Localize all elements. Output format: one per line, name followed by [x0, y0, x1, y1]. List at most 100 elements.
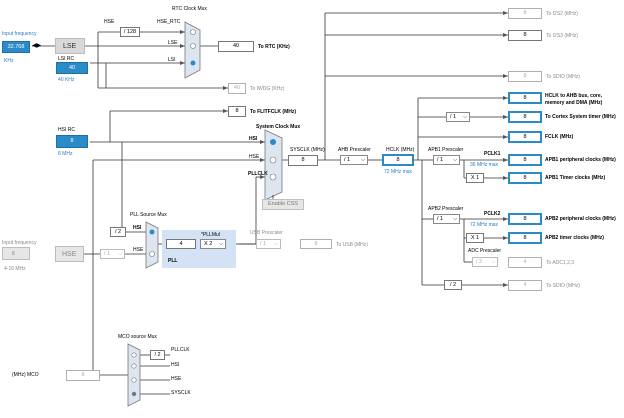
mco-value[interactable]: 8 — [66, 370, 100, 381]
lse-unit: KHz — [4, 58, 14, 64]
hclk-value[interactable]: 8 — [382, 154, 414, 166]
hse-frequency-value: 8 — [12, 251, 15, 257]
enable-css-button[interactable]: Enable CSS — [262, 199, 304, 210]
arrow-left-icon: ◀▶ — [32, 43, 42, 49]
apb2-prescaler-label: APB2 Prescaler — [428, 206, 464, 212]
rtc-hse-label: HSE — [104, 19, 115, 25]
mco-pllclk-input: PLLCLK — [171, 347, 190, 353]
pllmul-label: *PLLMul — [201, 232, 220, 238]
hclk-label: HCLK (MHz) — [386, 147, 415, 153]
flitf-value[interactable]: 8 — [228, 106, 246, 117]
sdio2-value[interactable]: 4 — [508, 280, 542, 291]
i2s3-label: To I2S3 (MHz) — [546, 33, 578, 39]
mco-pll-divider[interactable]: / 2 — [150, 350, 165, 360]
chevron-down-icon: ⌵ — [118, 251, 122, 257]
cortex-label: To Cortex System timer (MHz) — [545, 114, 616, 120]
apb1-prescaler-select[interactable]: / 1 ⌵ — [433, 155, 460, 165]
apb2-timer-label: APB2 timer clocks (MHz) — [545, 235, 604, 241]
cortex-divider-select[interactable]: / 1 ⌵ — [446, 112, 470, 122]
lse-block[interactable] — [55, 38, 85, 54]
cortex-divider-value: / 1 — [450, 114, 457, 120]
system-mux-shape — [264, 129, 283, 201]
pllmul-select[interactable]: X 2 ⌵ — [200, 239, 226, 249]
apb1-prescaler-value: / 1 — [437, 157, 444, 163]
chevron-down-icon: ⌵ — [491, 259, 495, 265]
i2s2-value[interactable]: 8 — [508, 8, 542, 19]
pclk2-label: PCLK2 — [484, 211, 501, 217]
apb1-timer-value[interactable]: 8 — [508, 172, 542, 184]
rtc-hse-rtc-label: HSE_RTC — [157, 19, 181, 25]
apb2-peripheral-value[interactable]: 8 — [508, 213, 542, 225]
rtc-output-label: To RTC (KHz) — [258, 44, 290, 50]
hsi-unit: 8 MHz — [58, 151, 73, 157]
rtc-divider-128[interactable]: / 128 — [120, 27, 140, 37]
mco-mux-shape — [127, 343, 141, 407]
rtc-lse-input: LSE — [168, 40, 178, 46]
cortex-value[interactable]: 8 — [508, 111, 542, 123]
adc-prescaler-select[interactable]: / 2⌵ — [472, 257, 498, 267]
chevron-down-icon: ⌵ — [453, 157, 457, 163]
rtc-value[interactable]: 40 — [218, 41, 254, 52]
sys-pllclk-input: PLLCLK — [248, 171, 268, 177]
pclk1-max: 36 MHz max — [470, 162, 499, 168]
chevron-down-icon: ⌵ — [361, 157, 365, 163]
lsi-unit: 40 KHz — [58, 77, 75, 83]
hse-input-frequency-label: Input frequency — [2, 240, 37, 246]
rtc-mux-shape — [184, 21, 201, 79]
apb2-timer-multiplier[interactable]: X 1 — [466, 233, 484, 243]
pll-hse-input: HSE — [133, 247, 144, 253]
adc-prescaler-label: ADC Prescaler — [468, 248, 502, 254]
hclk-ahb-value[interactable]: 8 — [508, 92, 542, 104]
ahb-prescaler-select[interactable]: / 1⌵ — [340, 155, 368, 165]
apb1-timer-multiplier[interactable]: X 1 — [466, 173, 484, 183]
hse-label: HSE — [62, 251, 77, 258]
pll-hse-divider-select[interactable]: / 1⌵ — [100, 249, 125, 259]
iwdg-value[interactable]: 40 — [228, 83, 246, 94]
sysclk-value[interactable]: 8 — [288, 155, 318, 166]
pllmul-value: X 2 — [204, 241, 213, 247]
lse-label: LSE — [63, 43, 77, 50]
rtc-mux-title: RTC Clock Mux — [172, 6, 207, 12]
pll-hsi-divider[interactable]: / 2 — [110, 227, 126, 237]
fclk-value[interactable]: 8 — [508, 131, 542, 143]
rtc-lsi-input: LSI — [168, 57, 176, 63]
apb2-prescaler-select[interactable]: / 1 ⌵ — [433, 214, 460, 224]
flitf-label: To FLITFCLK (MHz) — [250, 109, 297, 115]
sdio2-label: To SDIO (MHz) — [546, 283, 580, 289]
apb1-peripheral-value[interactable]: 8 — [508, 154, 542, 166]
lse-frequency-field[interactable]: 32.768 — [2, 41, 30, 53]
hclk-ahb-label-2: memory and DMA (MHz) — [545, 100, 603, 106]
i2s3-value[interactable]: 8 — [508, 30, 542, 41]
adc-value[interactable]: 4 — [508, 257, 542, 268]
pll-mux-shape — [145, 221, 159, 269]
pll-input-value[interactable]: 4 — [166, 239, 196, 249]
apb2-prescaler-value: / 1 — [437, 216, 444, 222]
iwdg-label: To IWDG (KHz) — [250, 86, 285, 92]
apb2-timer-value[interactable]: 8 — [508, 232, 542, 244]
apb1-prescaler-label: APB1 Prescaler — [428, 147, 464, 153]
mco-hsi-input: HSI — [171, 362, 180, 368]
lsi-rc-label: LSI RC — [58, 56, 75, 62]
usb-prescaler-label: USB Prescaler — [250, 230, 283, 236]
mco-sysclk-input: SYSCLK — [171, 390, 191, 396]
chevron-down-icon: ⌵ — [453, 216, 457, 222]
mco-hse-input: HSE — [171, 376, 182, 382]
usb-value[interactable]: 8 — [300, 239, 332, 249]
sdio-value[interactable]: 8 — [508, 71, 542, 82]
apb2-peripheral-label: APB2 peripheral clocks (MHz) — [545, 216, 616, 222]
apb1-timer-label: APB1 Timer clocks (MHz) — [545, 175, 606, 181]
pll-label: PLL — [168, 258, 178, 264]
hse-frequency-field[interactable] — [2, 247, 30, 260]
chevron-down-icon: ⌵ — [274, 241, 278, 247]
hse-block[interactable] — [55, 246, 84, 262]
chevron-down-icon: ⌵ — [463, 114, 467, 120]
hsi-rc-block[interactable]: 8 — [56, 135, 88, 148]
pll-hsi-input: HSI — [133, 225, 142, 231]
lsi-rc-block[interactable]: 40 — [56, 62, 88, 74]
sdio-divider-2[interactable]: / 2 — [444, 280, 462, 290]
sys-hsi-input: HSI — [249, 136, 258, 142]
sdio-label: To SDIO (MHz) — [546, 74, 580, 80]
chevron-down-icon: ⌵ — [219, 241, 223, 247]
usb-prescaler-select[interactable]: / 1⌵ — [256, 239, 281, 249]
